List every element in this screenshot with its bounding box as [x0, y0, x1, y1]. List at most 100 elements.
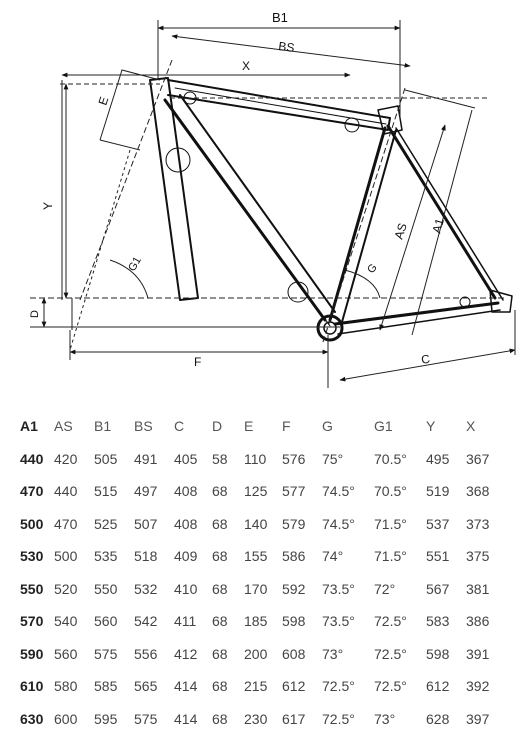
- label-bs: BS: [278, 39, 296, 55]
- table-cell: 495: [426, 443, 466, 476]
- label-b1: B1: [272, 10, 288, 25]
- column-header-bs: BS: [134, 410, 174, 443]
- table-cell: 575: [134, 703, 174, 735]
- table-cell: 68: [212, 670, 244, 703]
- table-cell: 368: [466, 475, 514, 508]
- table-cell: 373: [466, 508, 514, 541]
- table-cell: 74.5°: [322, 508, 374, 541]
- label-g1: G1: [126, 255, 144, 274]
- table-cell: 491: [134, 443, 174, 476]
- table-cell: 628: [426, 703, 466, 735]
- column-header-g1: G1: [374, 410, 426, 443]
- label-x: X: [242, 59, 250, 73]
- table-cell: 405: [174, 443, 212, 476]
- table-cell: 409: [174, 540, 212, 573]
- frame-geometry-diagram: B1 BS X E Y G1 D F G AS A1 C: [0, 0, 519, 400]
- column-header-d: D: [212, 410, 244, 443]
- table-cell: 420: [54, 443, 94, 476]
- table-cell: 68: [212, 540, 244, 573]
- table-cell: 125: [244, 475, 282, 508]
- column-header-y: Y: [426, 410, 466, 443]
- table-cell: 72.5°: [374, 605, 426, 638]
- table-cell: 200: [244, 638, 282, 671]
- label-f: F: [194, 355, 201, 369]
- table-cell: 74.5°: [322, 475, 374, 508]
- table-cell: 535: [94, 540, 134, 573]
- table-cell: 408: [174, 475, 212, 508]
- table-cell: 598: [426, 638, 466, 671]
- table-cell: 68: [212, 605, 244, 638]
- table-cell: 70.5°: [374, 443, 426, 476]
- table-cell: 576: [282, 443, 322, 476]
- table-cell: 583: [426, 605, 466, 638]
- table-cell: 68: [212, 508, 244, 541]
- table-cell: 500: [14, 508, 54, 541]
- table-cell: 532: [134, 573, 174, 606]
- table-cell: 630: [14, 703, 54, 735]
- table-cell: 140: [244, 508, 282, 541]
- label-c: C: [420, 352, 431, 367]
- table-cell: 72.5°: [374, 638, 426, 671]
- table-cell: 612: [282, 670, 322, 703]
- table-cell: 608: [282, 638, 322, 671]
- table-cell: 556: [134, 638, 174, 671]
- table-cell: 550: [14, 573, 54, 606]
- table-cell: 215: [244, 670, 282, 703]
- table-cell: 71.5°: [374, 508, 426, 541]
- table-cell: 575: [94, 638, 134, 671]
- table-cell: 70.5°: [374, 475, 426, 508]
- label-e: E: [96, 95, 112, 107]
- column-header-g: G: [322, 410, 374, 443]
- table-cell: 586: [282, 540, 322, 573]
- table-cell: 580: [54, 670, 94, 703]
- table-cell: 565: [134, 670, 174, 703]
- table-cell: 73.5°: [322, 605, 374, 638]
- table-cell: 500: [54, 540, 94, 573]
- column-header-b1: B1: [94, 410, 134, 443]
- table-cell: 411: [174, 605, 212, 638]
- table-cell: 470: [14, 475, 54, 508]
- table-cell: 585: [94, 670, 134, 703]
- bike-frame: [150, 78, 512, 340]
- table-cell: 598: [282, 605, 322, 638]
- table-cell: 612: [426, 670, 466, 703]
- table-cell: 375: [466, 540, 514, 573]
- table-cell: 518: [134, 540, 174, 573]
- table-cell: 550: [94, 573, 134, 606]
- table-cell: 595: [94, 703, 134, 735]
- table-cell: 73.5°: [322, 573, 374, 606]
- table-cell: 58: [212, 443, 244, 476]
- column-header-x: X: [466, 410, 514, 443]
- label-d: D: [29, 310, 41, 318]
- table-cell: 74°: [322, 540, 374, 573]
- table-cell: 170: [244, 573, 282, 606]
- table-cell: 414: [174, 703, 212, 735]
- table-cell: 540: [54, 605, 94, 638]
- table-cell: 577: [282, 475, 322, 508]
- table-cell: 440: [54, 475, 94, 508]
- table-cell: 75°: [322, 443, 374, 476]
- table-cell: 397: [466, 703, 514, 735]
- table-cell: 497: [134, 475, 174, 508]
- label-g: G: [365, 262, 380, 276]
- table-cell: 440: [14, 443, 54, 476]
- table-cell: 505: [94, 443, 134, 476]
- table-cell: 507: [134, 508, 174, 541]
- table-cell: 71.5°: [374, 540, 426, 573]
- table-cell: 72.5°: [374, 670, 426, 703]
- column-header-as: AS: [54, 410, 94, 443]
- table-cell: 519: [426, 475, 466, 508]
- table-cell: 185: [244, 605, 282, 638]
- column-header-e: E: [244, 410, 282, 443]
- table-cell: 414: [174, 670, 212, 703]
- table-cell: 230: [244, 703, 282, 735]
- table-cell: 470: [54, 508, 94, 541]
- table-cell: 386: [466, 605, 514, 638]
- label-as: AS: [392, 221, 410, 241]
- table-cell: 579: [282, 508, 322, 541]
